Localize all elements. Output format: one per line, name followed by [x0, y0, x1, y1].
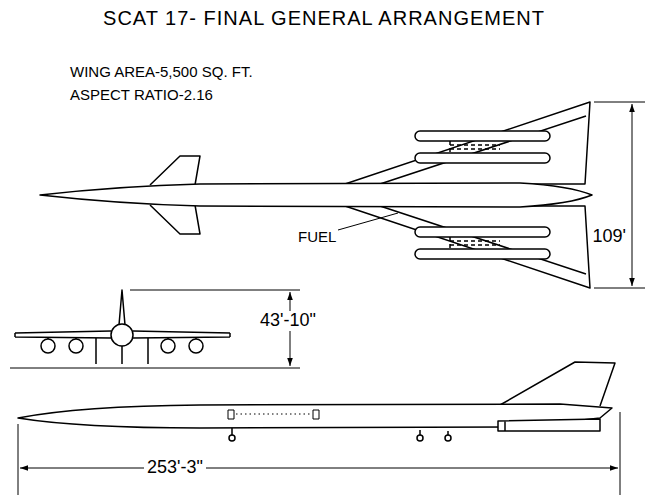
side-windows — [228, 410, 319, 419]
side-fin — [500, 362, 615, 406]
side-nacelle — [498, 419, 600, 431]
dimension-label: 253'-3" — [144, 458, 206, 478]
front-fuselage — [111, 324, 133, 346]
length-dimension — [20, 468, 618, 469]
dimension-label: 43'-10" — [257, 311, 319, 331]
spec-note: ASPECT RATIO-2.16 — [70, 87, 213, 104]
length-extension — [18, 412, 620, 495]
part-label: FUEL — [298, 229, 336, 246]
diagram-title: SCAT 17- FINAL GENERAL ARRANGEMENT — [103, 7, 545, 29]
span-dimension — [632, 104, 633, 286]
side-gear — [232, 428, 448, 436]
span-extension — [594, 102, 645, 288]
side-dotted — [236, 414, 311, 415]
front-ground — [10, 368, 240, 369]
dimension-label: 109' — [593, 227, 626, 247]
side-wheels — [229, 435, 451, 441]
top-fuselage — [40, 183, 592, 207]
fuel-leader — [338, 213, 398, 230]
front-fin — [119, 290, 125, 325]
spec-note: WING AREA-5,500 SQ. FT. — [70, 64, 253, 81]
front-gear — [96, 338, 148, 364]
